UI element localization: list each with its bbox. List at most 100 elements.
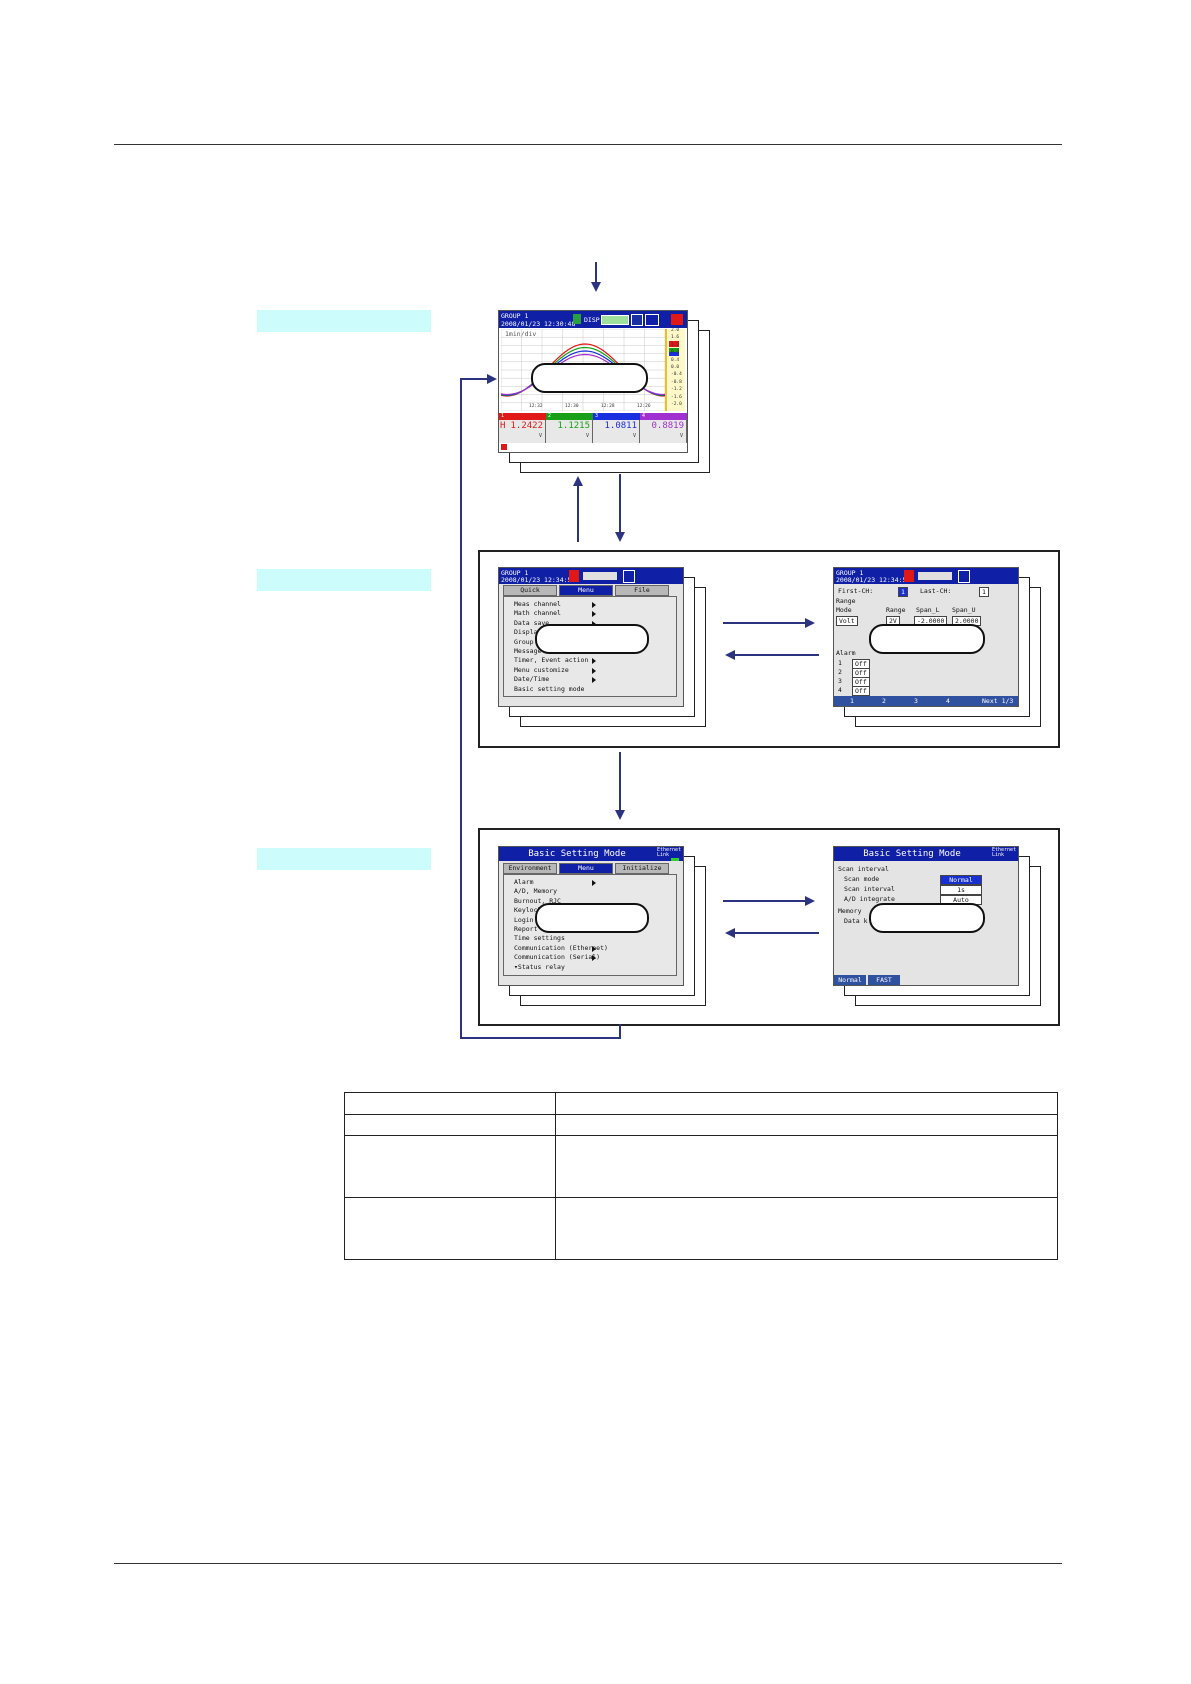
menu-tab-quick[interactable]: Quick [503,585,557,596]
basic-menu-item[interactable]: Keylock [514,907,541,914]
basic-menu-item[interactable]: Alarm [514,879,534,886]
table-row [344,1135,1058,1198]
trend-datetime: 2008/01/23 12:30:48 [501,320,576,328]
return-arrow-head [487,374,497,384]
return-line-top [460,378,487,380]
basic-menu-header: Basic Setting Mode Ethernet Link [499,847,683,861]
menu-item[interactable]: Meas channel [514,601,561,608]
alarm-row-num: 4 [838,686,842,694]
basic-menu-item[interactable]: Communication (Ethernet) [514,945,608,952]
channel-unit-4: V [679,433,683,439]
next-page-button[interactable]: Next 1/3 [982,697,1014,705]
return-line-down [619,1024,621,1039]
scan-interval-field[interactable]: 1s [940,885,982,895]
channel-tag-2: 2 [546,413,594,420]
channel-value-3: 1.0811 [604,421,637,431]
menu-item-label: Menu customize [514,665,569,674]
menu-item-label: Data save [514,618,550,627]
basic-tab-initialize[interactable]: Initialize [615,863,669,874]
menu-item[interactable]: Date/Time [514,676,549,683]
menu-item[interactable]: Display [514,629,541,636]
menu-datetime: 2008/01/23 12:34:58 [501,576,576,584]
alarm-row-num: 1 [838,659,842,667]
down-arrow-head [615,532,625,542]
basic-setting-link: Ethernet Link [992,847,1017,858]
setting-to-menu-line [735,654,819,656]
chevron-right-icon [592,667,596,674]
setting-screen: GROUP 1 2008/01/23 12:34:58 First-CH: 1 … [833,567,1019,707]
to-basic-arrow-head [615,810,625,820]
footer-fast-button[interactable]: FAST [868,975,900,985]
menu-item[interactable]: Basic setting mode [514,684,585,693]
setting-header: GROUP 1 2008/01/23 12:34:58 [834,568,1018,584]
footer-normal-button[interactable]: Normal [834,975,866,985]
channel-tag-3: 3 [593,413,641,420]
ad-integrate-label: A/D integrate [844,895,895,903]
span-u-label: Span_U [952,606,976,614]
setting-footer: 1 2 3 4 Next 1/3 [834,696,1018,706]
basic-setting-header: Basic Setting Mode Ethernet Link [834,847,1018,861]
basic-tab-menu[interactable]: Menu [559,863,613,874]
mode-field[interactable]: Volt [836,616,858,626]
up-arrow-line [577,486,579,542]
memory-bar [601,315,629,325]
trend-header: GROUP 1 2008/01/23 12:30:48 DISP [499,311,687,328]
footer-channel-button[interactable]: 1 [850,697,854,705]
footer-channel-button[interactable]: 2 [882,697,886,705]
menu-group: GROUP 1 [501,569,529,577]
table-row [344,1092,1058,1115]
basic-menu-item[interactable]: Time settings [514,935,565,942]
channel-tag-4: 4 [640,413,687,420]
scale-tick-label: 0.4 [671,357,680,363]
basic-menu-item[interactable]: ▾Status relay [514,963,565,971]
basic-menu-item[interactable]: A/D, Memory [514,888,557,895]
basic-menu-to-setting-head [805,896,815,906]
basic-setting-mode-band [257,848,431,870]
scan-mode-field[interactable]: Normal [940,875,982,885]
last-ch-field[interactable]: 1 [979,587,989,597]
alarm-row-field[interactable]: Off [852,686,870,696]
menu-item-label: Basic setting mode [514,684,585,693]
chevron-right-icon [592,945,596,952]
basic-menu-item[interactable]: Burnout, RJC [514,898,561,905]
first-ch-field[interactable]: 1 [898,587,908,597]
chevron-right-icon [592,602,596,608]
basic-menu-item-label: Keylock [514,906,542,915]
basic-menu-item[interactable]: Communication (Serial) [514,954,600,961]
basic-menu-item[interactable]: Report [514,926,537,933]
basic-menu-label-oval [535,903,649,933]
menu-header: GROUP 1 2008/01/23 12:34:58 [499,568,683,584]
reference-table [344,1092,1058,1260]
scale-tick-label: 1.6 [671,335,680,341]
menu-item[interactable]: Menu customize [514,667,569,674]
menu-tab-file[interactable]: File [615,585,669,596]
menu-alarm-icon [569,570,579,582]
setting-to-menu-head [725,650,735,660]
table-row [344,1114,1058,1136]
basic-menu-item[interactable]: Login [514,916,534,924]
basic-menu-item-label: Alarm [514,878,534,886]
menu-item[interactable]: Data save [514,620,549,627]
menu-tab-menu[interactable]: Menu [559,585,613,596]
menu-item[interactable]: Message [514,648,541,655]
channel-value-2: 1.1215 [557,421,590,431]
scale-tick-label: -2.0 [671,402,682,407]
time-tick-label: 12:30 [565,404,579,409]
menu-to-setting-head [805,618,815,628]
return-line-left [460,378,462,1039]
footer-channel-button[interactable]: 4 [946,697,950,705]
scan-interval-label: Scan interval [844,885,895,893]
menu-item[interactable]: Timer, Event action [514,657,588,664]
scale-tick-label: -1.2 [671,387,682,393]
menu-item[interactable]: Math channel [514,610,561,617]
scale-marker-red [669,341,679,347]
scale-marker-green [669,348,679,352]
menu-item[interactable]: Group [514,638,534,646]
basic-tab-environment[interactable]: Environment [503,863,557,874]
footer-channel-button[interactable]: 3 [914,697,918,705]
menu-status-box [583,572,617,580]
basic-menu-link-led [671,858,679,861]
trend-group: GROUP 1 [501,312,529,320]
